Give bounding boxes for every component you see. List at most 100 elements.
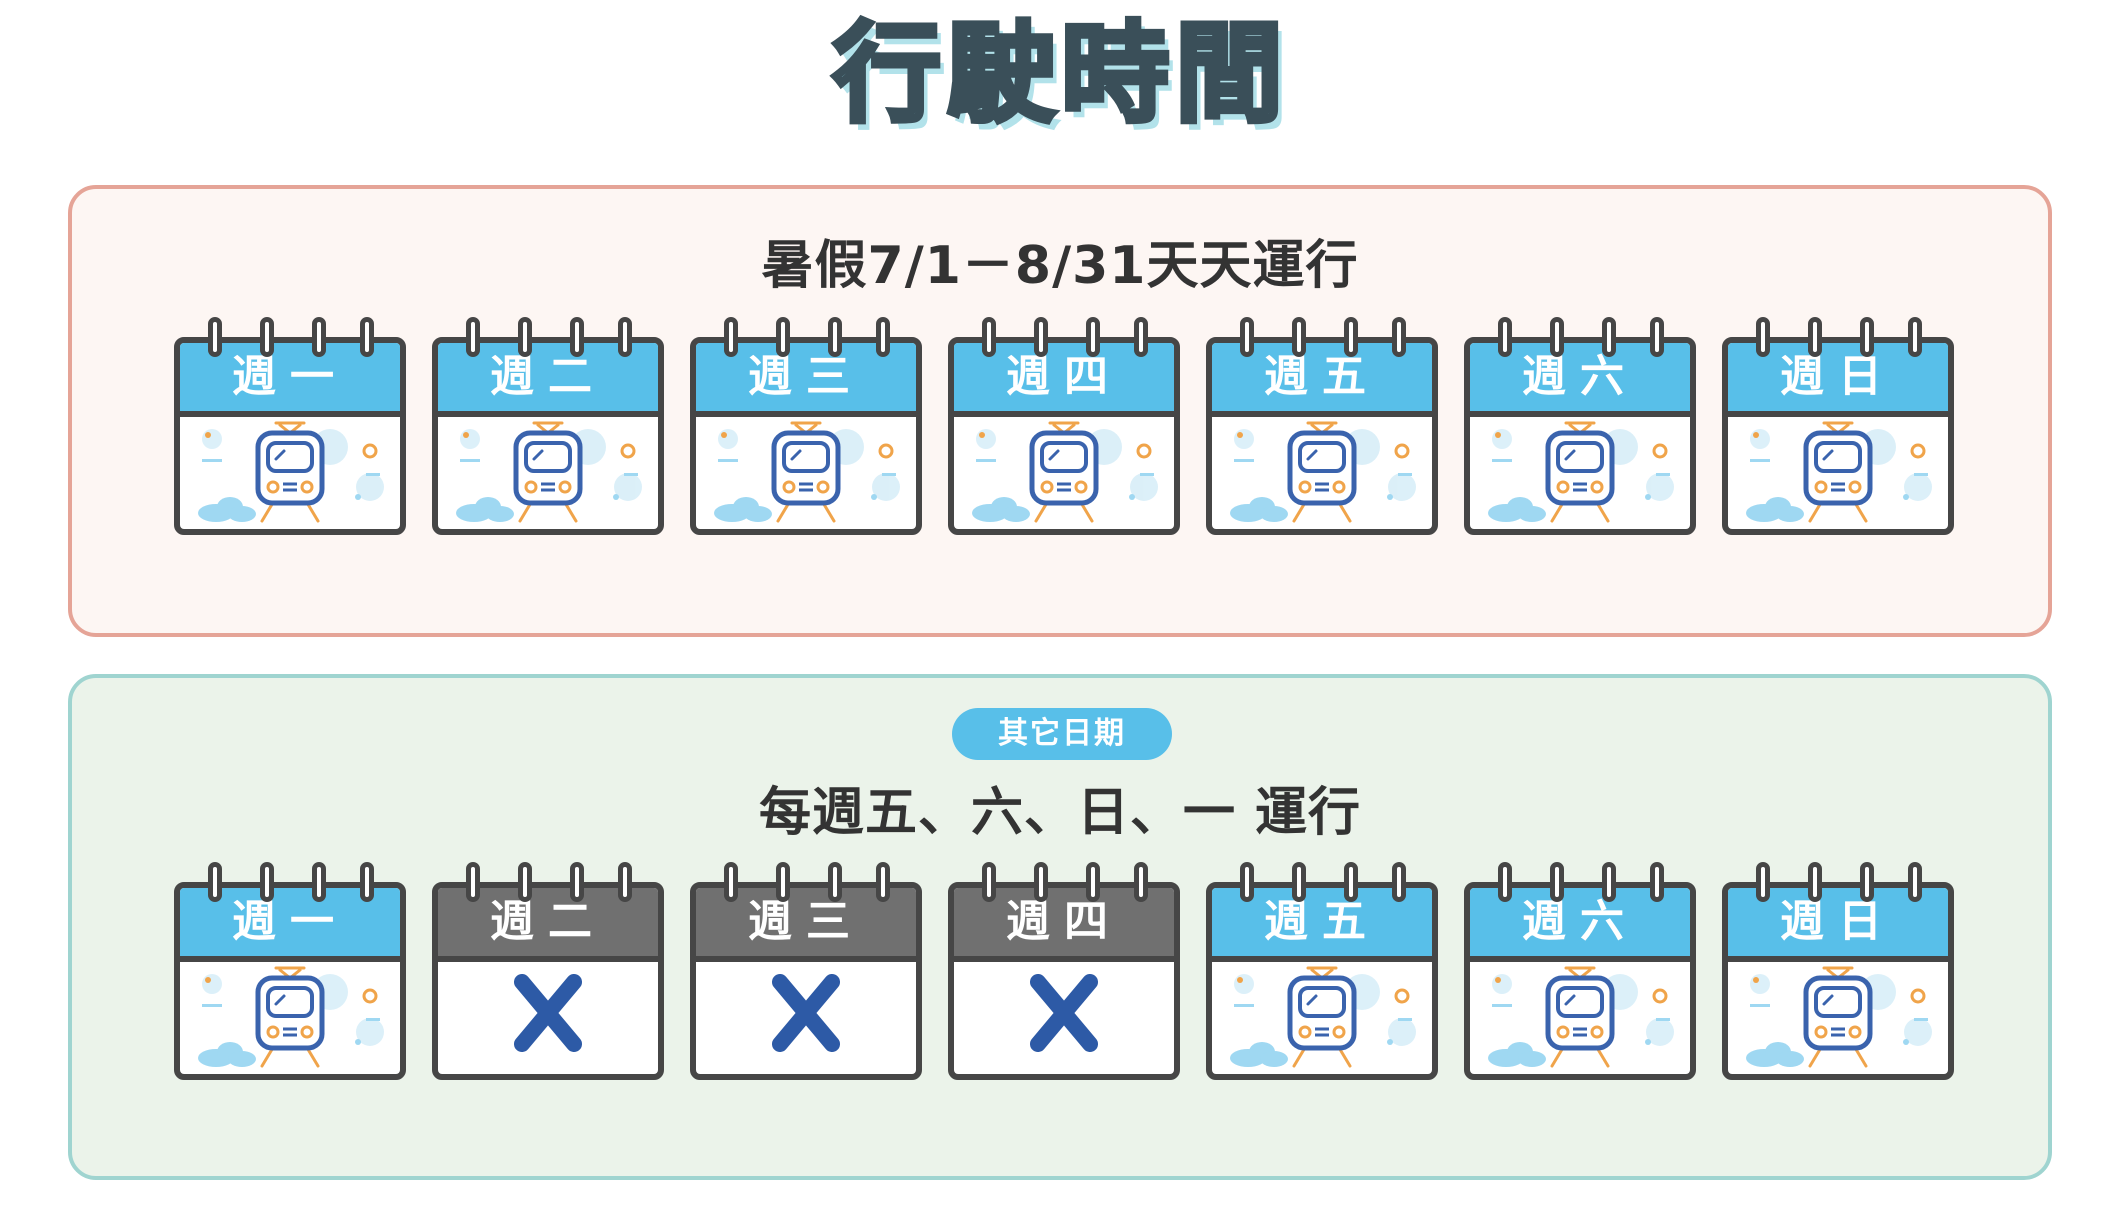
binder-ring-icon: [1602, 317, 1616, 357]
calendar-fri: 週五: [1206, 862, 1438, 1080]
binder-ring-icon: [570, 862, 584, 902]
binder-ring-icon: [1550, 862, 1564, 902]
binder-ring-icon: [260, 317, 274, 357]
binder-ring-icon: [1344, 862, 1358, 902]
calendar-face: 週三: [690, 337, 922, 535]
calendar-sat: 週六: [1464, 862, 1696, 1080]
binder-ring-icon: [1908, 862, 1922, 902]
binder-ring-icon: [876, 317, 890, 357]
train-icon: [696, 417, 916, 529]
calendar-face: 週日: [1722, 882, 1954, 1080]
calendar-thu: 週四: [948, 862, 1180, 1080]
binder-ring-icon: [1602, 862, 1616, 902]
weekday-label: 週四: [1006, 896, 1122, 947]
calendar-face: 週一: [174, 337, 406, 535]
weekday-label: 週六: [1522, 896, 1638, 947]
binder-ring-icon: [1756, 862, 1770, 902]
binder-ring-icon: [1240, 862, 1254, 902]
weekday-label: 週二: [490, 896, 606, 947]
binder-ring-icon: [1860, 317, 1874, 357]
binder-ring-icon: [466, 862, 480, 902]
weekday-label: 週三: [748, 896, 864, 947]
calendar-face: 週六: [1464, 882, 1696, 1080]
other-heading: 每週五、六、日、一 運行: [758, 783, 1362, 843]
binder-ring-icon: [1756, 317, 1770, 357]
train-icon: [1728, 417, 1948, 529]
calendar-face: 週三: [690, 882, 922, 1080]
binder-ring-icon: [1086, 317, 1100, 357]
calendar-sun: 週日: [1722, 862, 1954, 1080]
binder-ring-icon: [1498, 317, 1512, 357]
binder-ring-icon: [1498, 862, 1512, 902]
binder-ring-icon: [618, 317, 632, 357]
train-icon: [1470, 962, 1690, 1074]
binder-ring-icon: [1808, 862, 1822, 902]
page-title: 行駛時間: [830, 10, 1289, 140]
calendar-face: 週五: [1206, 882, 1438, 1080]
train-icon: [180, 962, 400, 1074]
calendar-face: 週一: [174, 882, 406, 1080]
calendar-sun: 週日: [1722, 317, 1954, 535]
calendar-wed: 週三: [690, 862, 922, 1080]
calendar-mon: 週一: [174, 862, 406, 1080]
calendar-face: 週六: [1464, 337, 1696, 535]
summer-schedule-panel: 暑假7/1－8/31天天運行 週一 週二 週三 週四 週五 週六 週日: [68, 185, 2052, 637]
calendar-wed: 週三: [690, 317, 922, 535]
calendar-sat: 週六: [1464, 317, 1696, 535]
weekday-label: 週三: [748, 351, 864, 402]
binder-ring-icon: [1034, 317, 1048, 357]
other-dates-badge: 其它日期: [952, 708, 1172, 760]
binder-ring-icon: [208, 317, 222, 357]
summer-heading: 暑假7/1－8/31天天運行: [761, 236, 1359, 296]
x-mark-icon: [438, 962, 658, 1074]
binder-ring-icon: [518, 862, 532, 902]
calendar-tue: 週二: [432, 862, 664, 1080]
calendar-thu: 週四: [948, 317, 1180, 535]
binder-ring-icon: [360, 862, 374, 902]
binder-ring-icon: [1240, 317, 1254, 357]
binder-ring-icon: [518, 317, 532, 357]
binder-ring-icon: [1908, 317, 1922, 357]
calendar-face: 週日: [1722, 337, 1954, 535]
weekday-label: 週日: [1780, 896, 1896, 947]
binder-ring-icon: [1860, 862, 1874, 902]
binder-ring-icon: [724, 317, 738, 357]
weekday-label: 週二: [490, 351, 606, 402]
train-icon: [438, 417, 658, 529]
calendar-face: 週四: [948, 337, 1180, 535]
binder-ring-icon: [1292, 317, 1306, 357]
binder-ring-icon: [1550, 317, 1564, 357]
binder-ring-icon: [828, 862, 842, 902]
binder-ring-icon: [1034, 862, 1048, 902]
binder-ring-icon: [828, 317, 842, 357]
binder-ring-icon: [776, 317, 790, 357]
weekday-label: 週日: [1780, 351, 1896, 402]
binder-ring-icon: [1392, 862, 1406, 902]
binder-ring-icon: [982, 862, 996, 902]
weekday-label: 週五: [1264, 351, 1380, 402]
binder-ring-icon: [618, 862, 632, 902]
train-icon: [1212, 962, 1432, 1074]
binder-ring-icon: [1344, 317, 1358, 357]
binder-ring-icon: [982, 317, 996, 357]
calendar-face: 週五: [1206, 337, 1438, 535]
binder-ring-icon: [1808, 317, 1822, 357]
weekday-label: 週一: [232, 351, 348, 402]
train-icon: [954, 417, 1174, 529]
binder-ring-icon: [360, 317, 374, 357]
binder-ring-icon: [876, 862, 890, 902]
calendar-face: 週二: [432, 882, 664, 1080]
binder-ring-icon: [466, 317, 480, 357]
binder-ring-icon: [1134, 862, 1148, 902]
train-icon: [1470, 417, 1690, 529]
calendar-face: 週四: [948, 882, 1180, 1080]
calendar-mon: 週一: [174, 317, 406, 535]
x-mark-icon: [954, 962, 1174, 1074]
binder-ring-icon: [776, 862, 790, 902]
binder-ring-icon: [1650, 862, 1664, 902]
binder-ring-icon: [1086, 862, 1100, 902]
train-icon: [1212, 417, 1432, 529]
other-schedule-panel: 其它日期 每週五、六、日、一 運行 週一 週二 週三 週四 週五 週六 週日: [68, 674, 2052, 1180]
calendar-fri: 週五: [1206, 317, 1438, 535]
binder-ring-icon: [1134, 317, 1148, 357]
